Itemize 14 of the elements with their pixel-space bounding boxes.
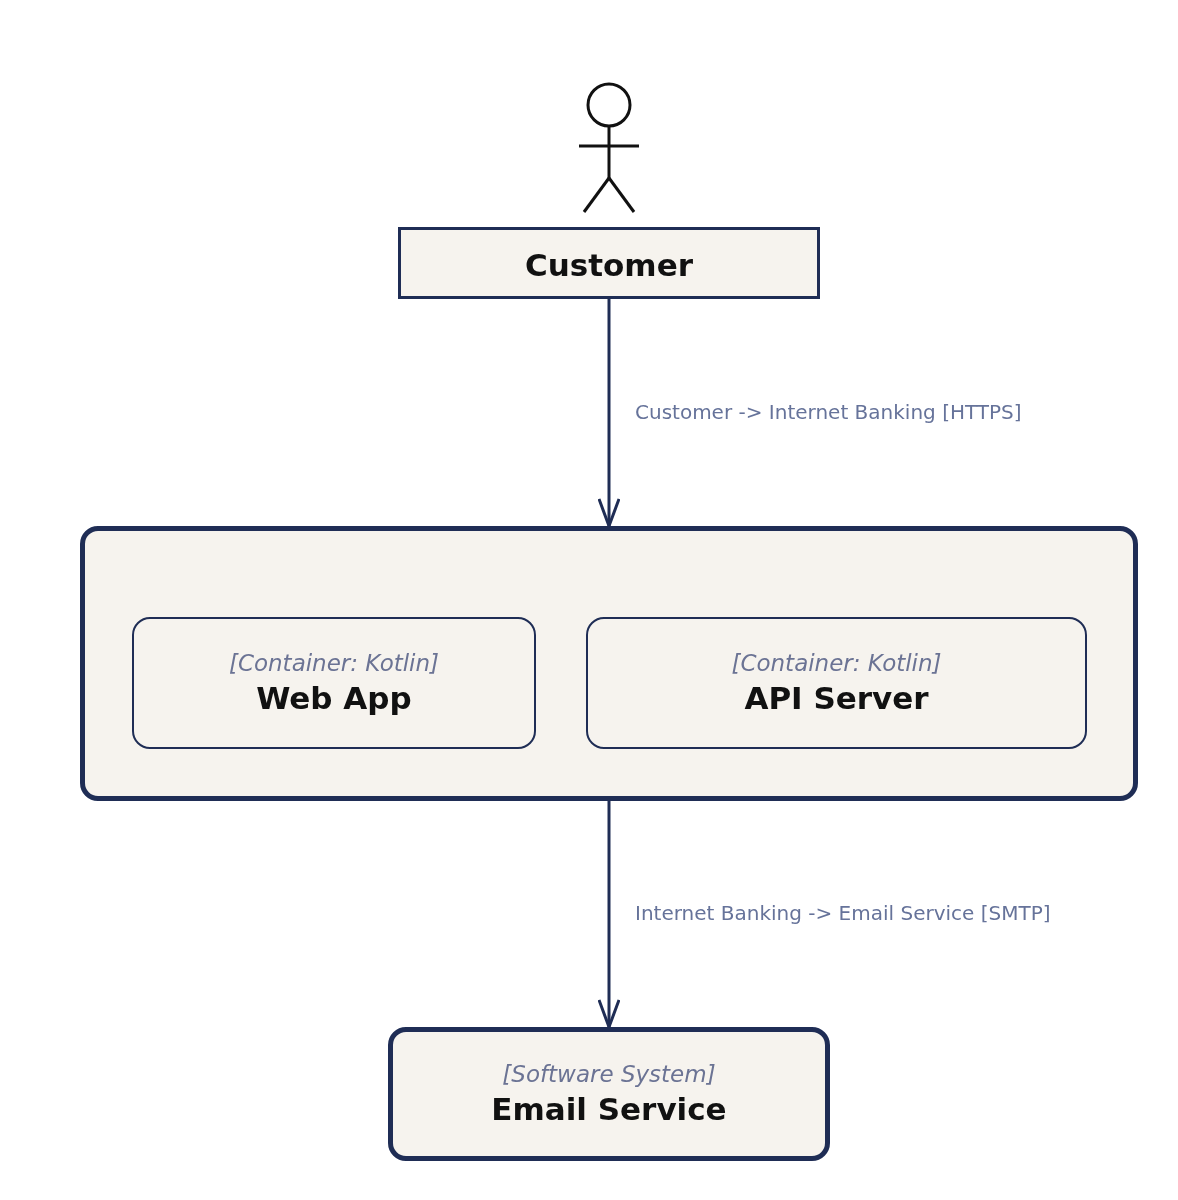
container-box [586,617,1087,749]
system-boundary-box [80,526,1138,801]
node-stereotype: [Software System] [502,1061,716,1087]
arrow [597,299,621,528]
container-box [132,617,536,749]
node-title: Customer [525,247,693,283]
node-title: Email Service [491,1091,727,1127]
actor-box [398,227,820,299]
node-stereotype: [Container: Kotlin] [228,650,440,676]
arrow [597,801,621,1029]
node-title: Web App [256,680,412,716]
node-stereotype: [Container: Kotlin] [731,650,942,676]
system-box [388,1027,830,1161]
node-title: API Server [744,680,929,716]
